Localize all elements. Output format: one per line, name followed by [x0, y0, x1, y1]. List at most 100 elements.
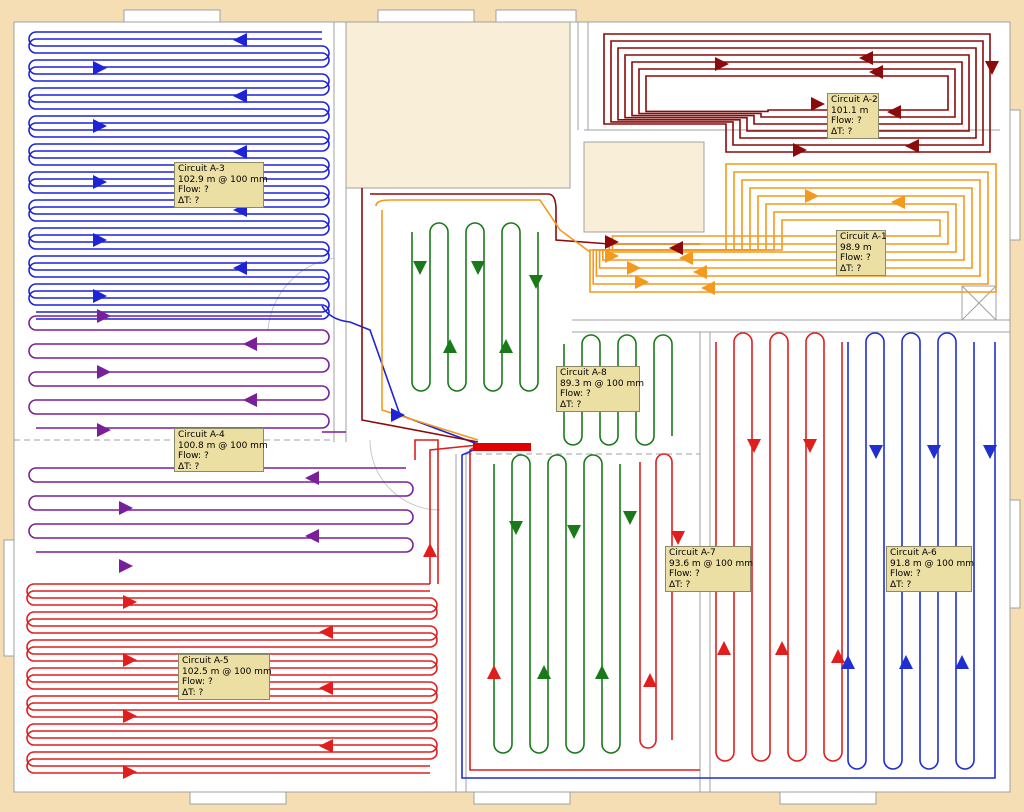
pipe-circuit-a7-right [715, 332, 843, 762]
pipe-circuit-a1-feed [375, 199, 591, 253]
flow-arrow-a7 [831, 649, 845, 663]
flow-arrow-a7 [803, 439, 817, 453]
flow-arrow-a2 [811, 97, 825, 111]
pipe-circuit-a2-loop [638, 68, 956, 118]
pipe-circuit-a2-loop [624, 54, 970, 132]
flow-arrow-a5 [319, 681, 333, 695]
flow-arrow-a8 [509, 521, 523, 535]
flow-arrow-a8 [529, 275, 543, 289]
circuit-dt: ΔT: ? [560, 399, 582, 410]
flow-arrow-a7 [643, 673, 657, 687]
flow-arrow-a8 [567, 525, 581, 539]
circuit-dt: ΔT: ? [890, 579, 912, 590]
circuit-title: Circuit A-5 [182, 656, 229, 666]
flow-arrow-a5 [319, 739, 333, 753]
flow-arrow-a3 [93, 233, 107, 247]
circuit-title: Circuit A-1 [840, 232, 887, 242]
pipe-circuit-a2-loop [603, 33, 991, 153]
circuit-title: Circuit A-6 [890, 548, 937, 558]
flow-arrow-a6 [899, 655, 913, 669]
pipe-circuit-a2-loop [610, 40, 984, 146]
windows [3, 9, 1021, 805]
flow-arrow-a8 [499, 339, 513, 353]
flow-arrow-a4 [305, 529, 319, 543]
pipe-circuit-a7-left [639, 453, 673, 749]
circuit-flow: Flow: ? [840, 253, 871, 263]
circuit-length: 102.5 m @ 100 mm [182, 666, 272, 677]
pipe-circuit-a2-loop [617, 47, 977, 139]
circuit-length: 100.8 m @ 100 mm [178, 440, 268, 451]
circuit-flow: Flow: ? [178, 451, 209, 461]
flow-arrow-a8 [623, 511, 637, 525]
circuit-flow: Flow: ? [182, 677, 213, 687]
flow-arrow-a1 [605, 249, 619, 263]
pipe-circuits [26, 31, 997, 779]
flow-arrow-a1 [679, 251, 693, 265]
circuit-length: 98.9 m [840, 242, 872, 253]
circuit-label-a3: Circuit A-3 102.9 m @ 100 mm Flow: ? ΔT:… [174, 162, 268, 208]
pipe-circuit-a8-lower [493, 454, 621, 754]
flow-arrow-a2 [715, 57, 729, 71]
flow-arrow-a4 [119, 559, 133, 573]
flow-arrow-a4 [119, 501, 133, 515]
circuit-title: Circuit A-8 [560, 368, 607, 378]
circuit-title: Circuit A-3 [178, 164, 225, 174]
circuit-flow: Flow: ? [831, 116, 862, 126]
pipe-circuit-a8-upper [411, 222, 539, 392]
circuit-label-a2: Circuit A-2 101.1 m Flow: ? ΔT: ? [827, 93, 879, 139]
pipe-circuit-a2-loop [631, 61, 963, 125]
flow-arrow-a4 [97, 309, 111, 323]
flow-arrow-a1 [701, 281, 715, 295]
interior-walls [14, 21, 1010, 792]
pipe-circuit-a5 [26, 583, 438, 767]
circuit-title: Circuit A-4 [178, 430, 225, 440]
flow-arrow-a7 [671, 531, 685, 545]
flow-arrow-a5 [123, 765, 137, 779]
circuit-dt: ΔT: ? [840, 263, 862, 274]
flow-arrow-a7 [717, 641, 731, 655]
circuit-dt: ΔT: ? [178, 195, 200, 206]
circuit-title: Circuit A-2 [831, 95, 878, 105]
circuit-dt: ΔT: ? [831, 126, 853, 137]
circuit-flow: Flow: ? [178, 185, 209, 195]
flow-arrow-a3 [233, 89, 247, 103]
pipe-circuit-a2-feed [370, 193, 700, 245]
flow-arrow-a3 [391, 408, 405, 422]
flow-arrow-a4 [305, 471, 319, 485]
circuit-dt: ΔT: ? [182, 687, 204, 698]
flow-arrow-a3 [93, 289, 107, 303]
flow-arrow-a4 [97, 365, 111, 379]
pipe-circuit-a4-lower [28, 467, 414, 553]
pipe-circuit-a4 [28, 315, 330, 429]
pipe-circuit-a1-feed2 [381, 210, 479, 441]
circuit-title: Circuit A-7 [669, 548, 716, 558]
pipe-circuit-a5-feed2 [414, 439, 439, 584]
circuit-length: 102.9 m @ 100 mm [178, 174, 268, 185]
circuit-label-a1: Circuit A-1 98.9 m Flow: ? ΔT: ? [836, 230, 887, 276]
flow-arrow-a6 [869, 445, 883, 459]
flow-arrow-a3 [93, 61, 107, 75]
flow-arrow-a6 [983, 445, 997, 459]
circuit-label-a8: Circuit A-8 89.3 m @ 100 mm Flow: ? ΔT: … [556, 366, 644, 412]
flow-arrow-a2 [887, 105, 901, 119]
circuit-length: 101.1 m [831, 105, 869, 116]
flow-arrow-a7 [487, 665, 501, 679]
manifold [473, 443, 531, 451]
pipe-circuit-a2-feed2 [361, 188, 479, 443]
pipe-circuit-a6-feed [461, 342, 996, 779]
flow-arrow-a2 [669, 241, 683, 255]
flow-arrow-a5 [123, 653, 137, 667]
flow-arrow-a1 [627, 261, 641, 275]
flow-arrow-a5 [319, 625, 333, 639]
flow-arrow-a2 [793, 143, 807, 157]
pipe-circuit-a5-return [26, 590, 438, 774]
pipe-circuit-a3-feed [321, 305, 481, 446]
flow-arrow-a8 [537, 665, 551, 679]
circuit-length: 93.6 m @ 100 mm [669, 558, 753, 569]
flow-arrow-a2 [859, 51, 873, 65]
pipe-circuit-a2-loop [645, 75, 949, 113]
flow-arrow-a3 [233, 145, 247, 159]
circuit-flow: Flow: ? [560, 389, 591, 399]
circuit-length: 89.3 m @ 100 mm [560, 378, 644, 389]
flow-arrow-a8 [595, 665, 609, 679]
